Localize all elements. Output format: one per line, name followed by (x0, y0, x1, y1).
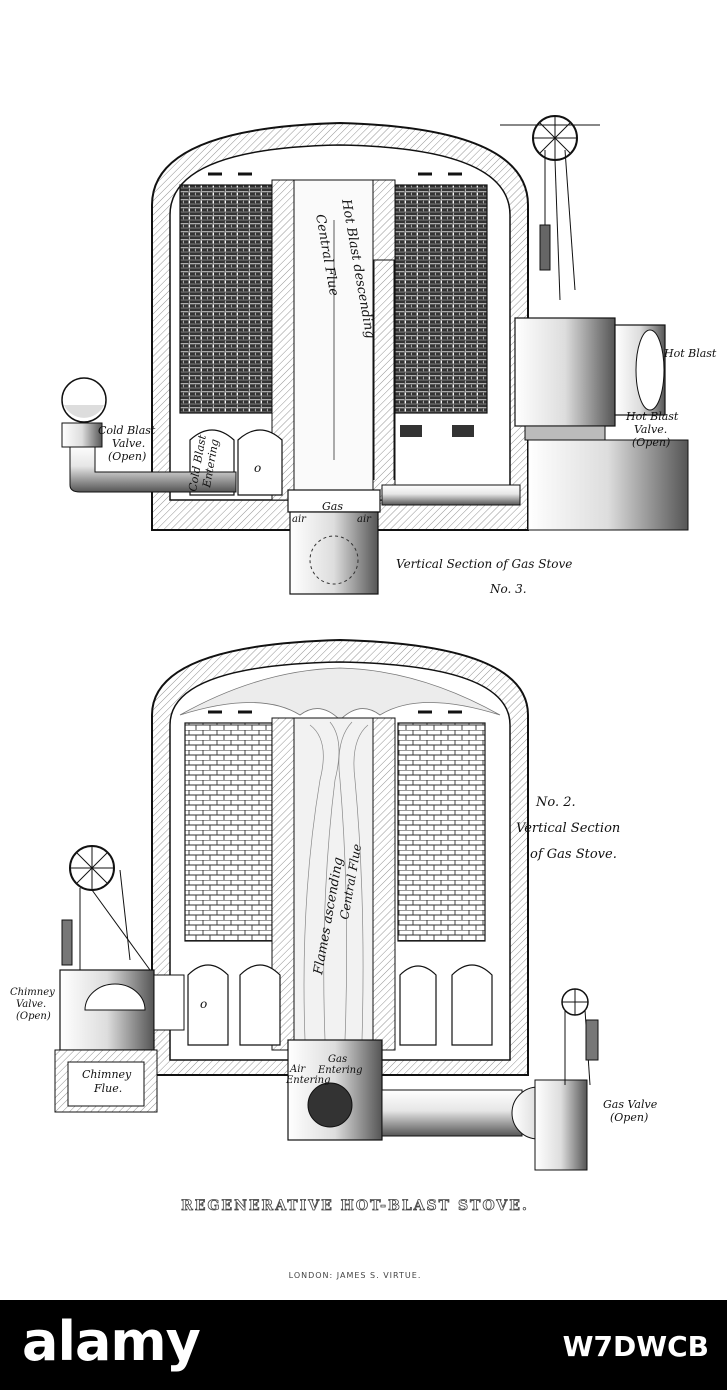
label-hot-blast-valve-2: Valve. (634, 423, 667, 436)
label-hot-blast: Hot Blast (663, 347, 717, 360)
label-air-right: air (357, 514, 372, 525)
caption-stove-2-line1: No. 2. (535, 795, 576, 810)
label-chimney-valve-3: (Open) (16, 1011, 51, 1022)
label-cold-blast-valve-3: (Open) (108, 450, 146, 463)
stock-id: W7DWCB (562, 1330, 709, 1363)
watermark-footer: alamy W7DWCB (0, 1300, 727, 1390)
label-chimney-valve-2: Valve. (16, 999, 46, 1010)
caption-stove-3-line1: Vertical Section of Gas Stove (396, 557, 572, 571)
caption-stove-3-line2: No. 3. (489, 582, 527, 596)
plate-title: REGENERATIVE HOT-BLAST STOVE. (181, 1198, 529, 1214)
label-gas-entering-2: Entering (317, 1065, 363, 1076)
stove-2-section (54, 638, 599, 1171)
label-cold-blast-valve-1: Cold Blast (98, 424, 156, 437)
label-chimney-flue-2: Flue. (93, 1082, 122, 1095)
label-gas-valve-2: (Open) (610, 1111, 648, 1124)
stove-3-section (61, 115, 689, 595)
label-gas-valve-1: Gas Valve (603, 1098, 658, 1111)
label-air-left: air (292, 514, 307, 525)
caption-stove-2-line2: Vertical Section (516, 821, 620, 836)
label-o-2: o (200, 997, 207, 1011)
engraving-plate: Hot Blast descending Central Flue Cold B… (10, 115, 717, 1280)
label-chimney-flue-1: Chimney (82, 1068, 132, 1081)
publisher-line: LONDON: JAMES S. VIRTUE. (289, 1271, 422, 1280)
label-chimney-valve-1: Chimney (10, 987, 55, 998)
label-hot-blast-valve-1: Hot Blast (625, 410, 679, 423)
label-o-3: o (254, 461, 261, 475)
label-gas-3: Gas (322, 500, 343, 513)
brand-logo: alamy (22, 1310, 201, 1373)
caption-stove-2-line3: of Gas Stove. (530, 847, 617, 862)
label-hot-blast-valve-3: (Open) (632, 436, 670, 449)
label-air-entering-2: Entering (285, 1075, 331, 1086)
label-air-entering-1: Air (289, 1064, 306, 1075)
label-cold-blast-valve-2: Valve. (112, 437, 145, 450)
label-gas-entering-1: Gas (328, 1054, 347, 1065)
stove-diagram: Hot Blast descending Central Flue Cold B… (10, 115, 717, 1280)
